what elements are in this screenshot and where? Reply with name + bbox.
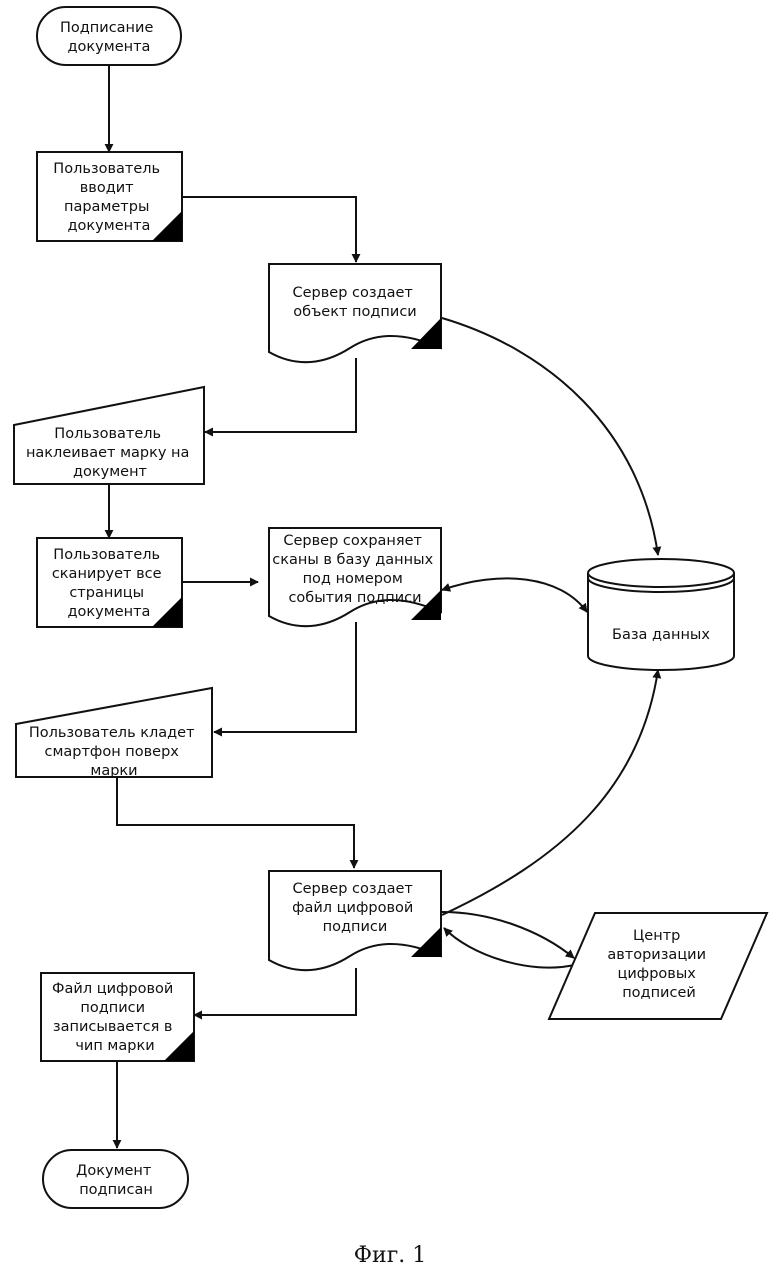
arrow-server-object-to-stick-mark (205, 358, 356, 432)
io-certificate-authority: Центр авторизации цифровых подписей (549, 913, 767, 1019)
figure-caption: Фиг. 1 (354, 1243, 426, 1268)
manual-input-user-places-phone: Пользователь кладет смартфон поверх марк… (16, 688, 212, 779)
document-server-creates-signature-file: Сервер создает файл цифровой подписи (269, 871, 441, 970)
document-server-creates-object: Сервер создает объект подписи (269, 264, 441, 362)
manual-input-user-sticks-mark: Пользователь наклеивает марку на докумен… (14, 387, 204, 484)
arrow-server-signature-to-ca (442, 912, 574, 958)
end-terminator: Документ подписан (43, 1150, 188, 1208)
arrow-server-signature-to-database (442, 670, 658, 915)
start-terminator: Подписание документа (37, 7, 181, 65)
database-label: База данных (612, 627, 710, 643)
arrow-server-object-to-database (442, 318, 658, 555)
arrow-params-to-server-object (182, 197, 356, 262)
process-user-enters-parameters: Пользователь вводит параметры документа (37, 152, 182, 241)
arrow-phone-to-server-signature (117, 777, 354, 868)
arrow-server-saves-database (442, 578, 587, 612)
arrow-ca-to-server-signature (444, 928, 574, 968)
document-server-saves-scans: Сервер сохраняет сканы в базу данных под… (269, 528, 441, 626)
process-file-written-to-chip: Файл цифровой подписи записывается в чип… (41, 973, 194, 1061)
process-user-scans: Пользователь сканирует все страницы доку… (37, 538, 182, 627)
database-cylinder: База данных (588, 559, 734, 670)
arrow-server-signature-to-chip (194, 968, 356, 1015)
arrow-server-saves-to-phone (214, 622, 356, 732)
